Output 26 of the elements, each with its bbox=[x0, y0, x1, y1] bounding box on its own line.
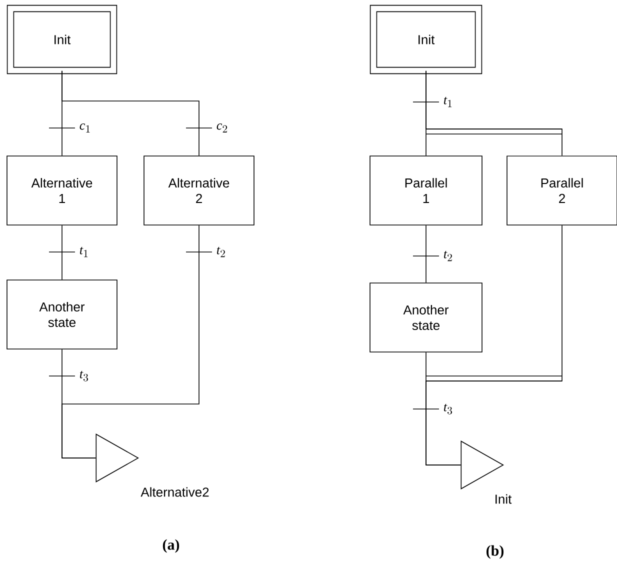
initial-step-box: Init bbox=[6, 4, 118, 74]
step-box: Parallel 2 bbox=[506, 156, 617, 226]
step-box: Parallel 1 bbox=[370, 156, 482, 226]
edge-label: $c_1$ bbox=[80, 123, 90, 133]
jump-target-label: Alternative2 bbox=[140, 487, 209, 497]
edge-label: $t_1$ bbox=[444, 96, 452, 108]
connector bbox=[426, 70, 562, 156]
edge-label: $t_1$ bbox=[80, 246, 88, 258]
edge-label: $t_2$ bbox=[444, 250, 452, 262]
step-box: Another state bbox=[6, 280, 118, 350]
subfigure-caption: (b) bbox=[486, 545, 504, 559]
jump-triangle bbox=[460, 440, 504, 490]
initial-step-box: Init bbox=[370, 4, 482, 74]
step-box: Alternative 2 bbox=[144, 156, 254, 226]
connector bbox=[426, 225, 562, 466]
step-box: Alternative 1 bbox=[6, 156, 118, 226]
connector bbox=[62, 70, 200, 156]
jump-triangle bbox=[96, 434, 139, 482]
connector bbox=[62, 349, 96, 458]
edge-label: $t_3$ bbox=[444, 404, 452, 414]
edge-label: $t_2$ bbox=[216, 246, 225, 258]
edge-label: $c_2$ bbox=[216, 123, 228, 133]
edge-label: $t_3$ bbox=[80, 370, 88, 382]
jump-target-label: Init bbox=[496, 494, 512, 504]
subfigure-caption: (a) bbox=[162, 539, 180, 553]
step-box: Another state bbox=[370, 282, 482, 352]
